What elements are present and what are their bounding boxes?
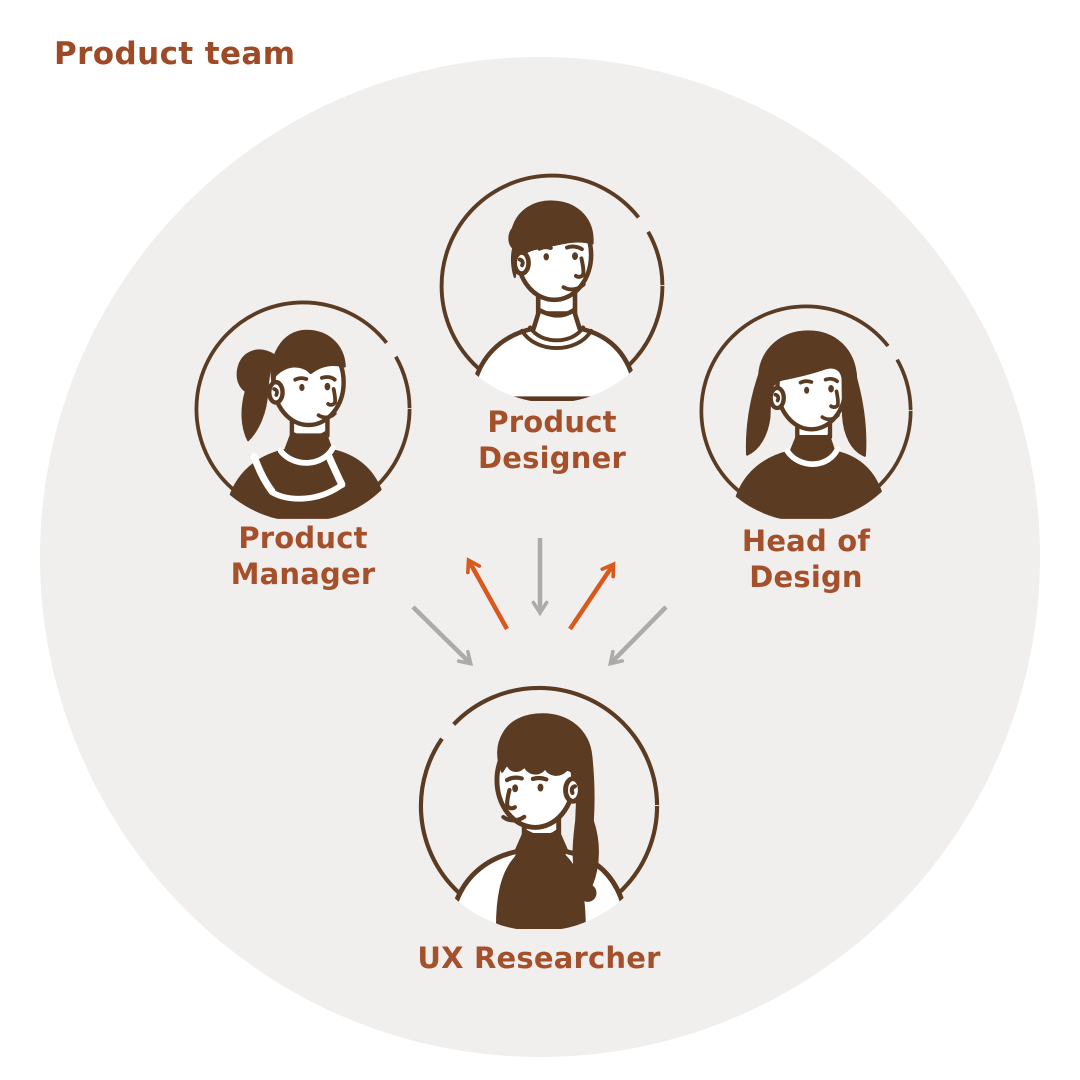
product-manager-avatar <box>192 298 414 520</box>
label-product-designer: Product Designer <box>478 404 626 476</box>
woman-wavy-hair-avatar-icon <box>418 685 660 929</box>
man-short-hair-avatar-icon <box>439 173 665 401</box>
woman-long-hair-avatar-icon <box>699 304 913 519</box>
woman-ponytail-avatar-icon <box>194 300 412 519</box>
ux-researcher-avatar <box>416 683 662 929</box>
page-title: Product team <box>54 36 296 72</box>
member-product-manager: Product Manager <box>192 298 414 592</box>
member-product-designer: Product Designer <box>437 171 667 476</box>
member-head-of-design: Head of Design <box>697 302 915 595</box>
label-line: Product <box>487 405 617 439</box>
product-designer-avatar <box>437 171 667 401</box>
member-ux-researcher: UX Researcher <box>416 683 662 976</box>
label-line: UX Researcher <box>417 941 661 975</box>
label-line: Designer <box>478 441 626 475</box>
label-line: Product <box>238 521 368 555</box>
label-line: Head of <box>741 524 871 558</box>
label-head-of-design: Head of Design <box>742 523 870 595</box>
label-product-manager: Product Manager <box>231 520 376 592</box>
label-ux-researcher: UX Researcher <box>417 940 660 976</box>
label-line: Manager <box>230 557 376 591</box>
head-of-design-avatar <box>697 302 915 520</box>
label-line: Design <box>749 560 863 594</box>
